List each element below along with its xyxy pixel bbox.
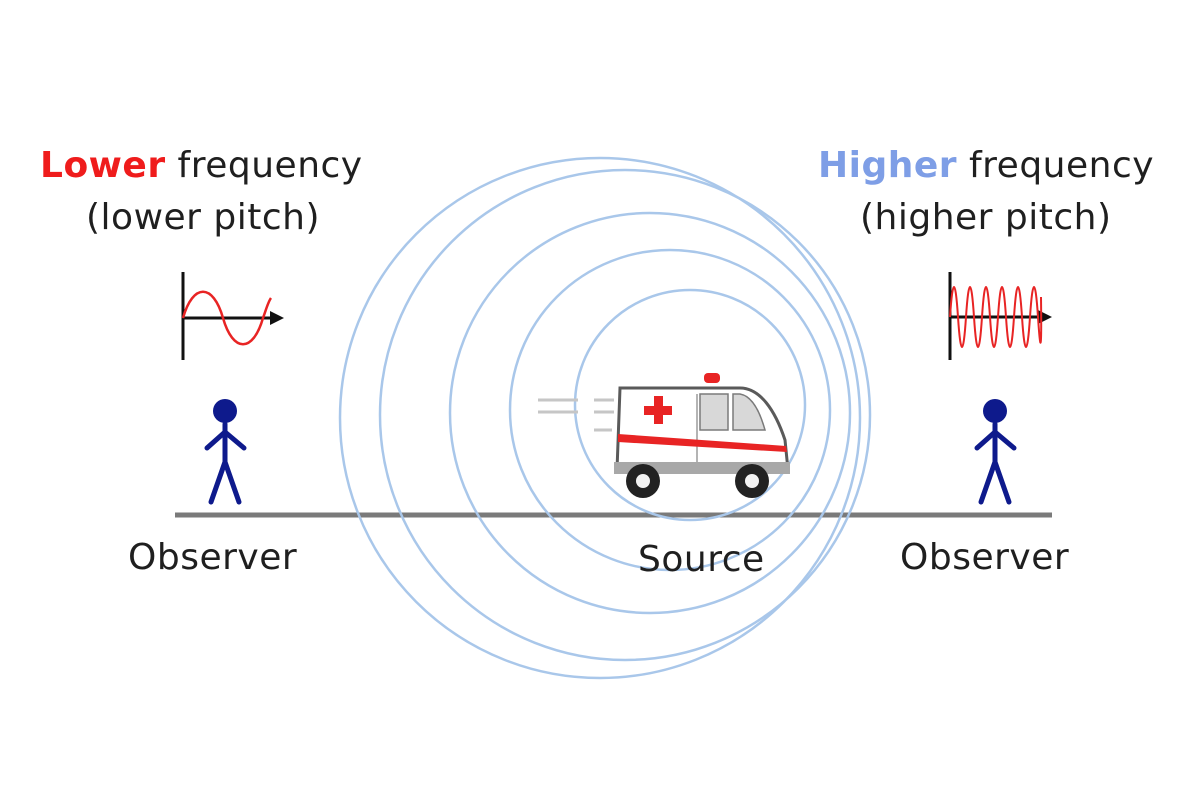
wavefront-2 (508, 248, 832, 572)
low-frequency-wave-icon (181, 272, 284, 360)
motion-lines (538, 398, 614, 432)
wavefront-5 (338, 156, 862, 680)
wavefront-4 (378, 168, 872, 662)
right-heading-rest: frequency (957, 145, 1155, 186)
left-heading: Lower frequency (40, 148, 363, 184)
left-subtitle: (lower pitch) (86, 197, 321, 238)
higher-emphasis: Higher (818, 145, 958, 186)
observer-left-person-icon (204, 399, 247, 505)
observer-left-label: Observer (128, 537, 298, 578)
observer-right-person-icon (974, 399, 1017, 505)
wavefront-1 (573, 288, 807, 522)
left-heading-rest: frequency (165, 145, 363, 186)
observer-right-label: Observer (900, 537, 1070, 578)
source-label: Source (638, 539, 765, 580)
ambulance-icon (614, 373, 790, 498)
wavefront-3 (448, 211, 852, 615)
lower-emphasis: Lower (40, 145, 166, 186)
high-frequency-wave-icon (948, 272, 1052, 360)
sound-wavefronts (338, 156, 872, 680)
right-heading: Higher frequency (818, 148, 1154, 184)
right-subtitle: (higher pitch) (860, 197, 1112, 238)
